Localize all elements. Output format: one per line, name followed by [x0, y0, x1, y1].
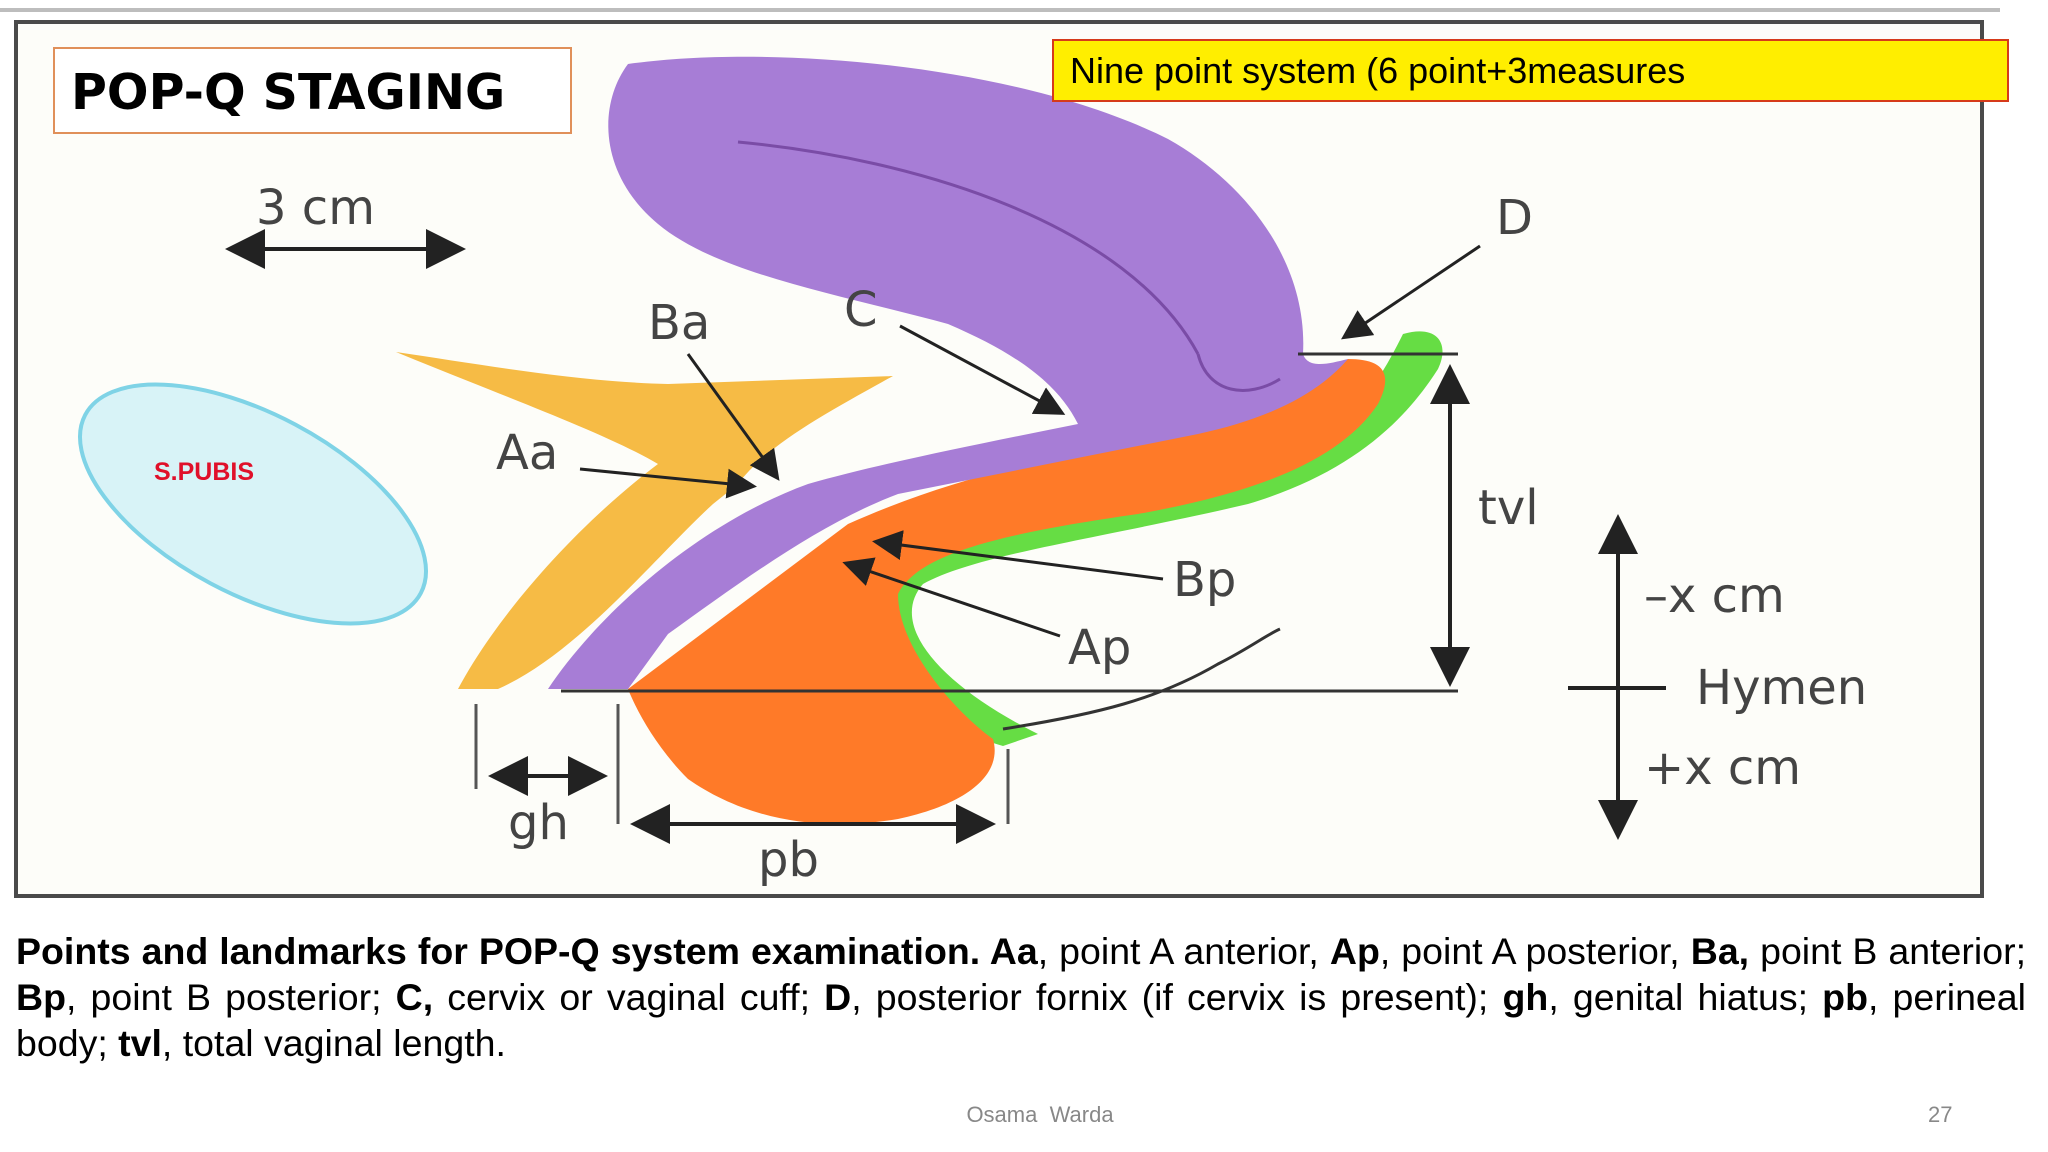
symphysis-pubis-shape — [78, 382, 428, 626]
c-pointer — [899, 324, 1066, 415]
uterus-inner-line — [737, 140, 1200, 355]
pb-label: pb — [758, 832, 819, 888]
hymen-label: Hymen — [1696, 660, 1867, 716]
point-ba-label: Ba — [648, 295, 710, 351]
pubic-bone-shape — [396, 352, 893, 689]
ap-pointer — [842, 557, 1061, 638]
page-number: 27 — [1928, 1102, 1953, 1127]
gh-label: gh — [508, 795, 569, 851]
bp-pointer — [872, 530, 1164, 581]
plus-x-cm-label: +x cm — [1644, 740, 1801, 796]
footer-author: Osama Warda — [966, 1102, 1114, 1127]
caption-text: , total vaginal length. — [161, 1022, 506, 1064]
caption-term-gh: gh — [1502, 976, 1549, 1018]
caption-text: , perineal body; — [16, 976, 2026, 1064]
caption-term-pb: pb — [1822, 976, 1868, 1018]
caption-text: point B anterior; — [1749, 930, 2026, 972]
pubis-label: S.PUBIS — [154, 458, 254, 486]
tvl-label: tvl — [1478, 480, 1539, 536]
point-aa-label: Aa — [496, 425, 558, 481]
slide-title: POP-Q STAGING — [53, 47, 572, 134]
perineum-contour-line — [1002, 627, 1281, 731]
aa-pointer — [579, 467, 757, 499]
scale-label: 3 cm — [256, 180, 375, 236]
caption-term-ba: Ba, — [1690, 930, 1750, 972]
point-bp-label: Bp — [1173, 552, 1236, 608]
minus-x-cm-label: –x cm — [1644, 568, 1785, 624]
caption-text: , point B posterior; — [66, 976, 396, 1018]
d-pointer — [1341, 244, 1481, 340]
caption-term-ap: Ap — [1329, 930, 1380, 972]
caption-text: , posterior fornix (if cervix is present… — [851, 976, 1503, 1018]
caption-text: , genital hiatus; — [1548, 976, 1823, 1018]
caption-text: , point A anterior, — [1037, 930, 1330, 972]
pop-q-diagram: 3 cm S.PUBIS Ba Aa C D Bp Ap tvl –x cm H… — [78, 56, 1867, 888]
nine-point-system-box: Nine point system (6 point+3measures — [1052, 39, 2009, 102]
caption-text: , point A posterior, — [1379, 930, 1691, 972]
uterus-vagina-shape — [548, 56, 1348, 689]
caption-term-aa: Points and landmarks for POP-Q system ex… — [16, 930, 1038, 972]
ba-pointer — [686, 353, 780, 481]
figure-caption: Points and landmarks for POP-Q system ex… — [16, 928, 2026, 1066]
caption-term-d: D — [824, 976, 852, 1018]
point-d-label: D — [1496, 190, 1533, 246]
posterior-wall-shape — [628, 359, 1386, 825]
uterus-fold-line — [1196, 353, 1281, 392]
diagram-frame: 3 cm S.PUBIS Ba Aa C D Bp Ap tvl –x cm H… — [14, 20, 1984, 898]
caption-term-tvl: tvl — [118, 1022, 162, 1064]
point-ap-label: Ap — [1068, 620, 1131, 676]
top-rule — [0, 8, 2000, 12]
point-c-label: C — [844, 282, 878, 338]
caption-text: cervix or vaginal cuff; — [433, 976, 825, 1018]
caption-term-c: C, — [395, 976, 434, 1018]
caption-term-bp: Bp — [16, 976, 66, 1018]
